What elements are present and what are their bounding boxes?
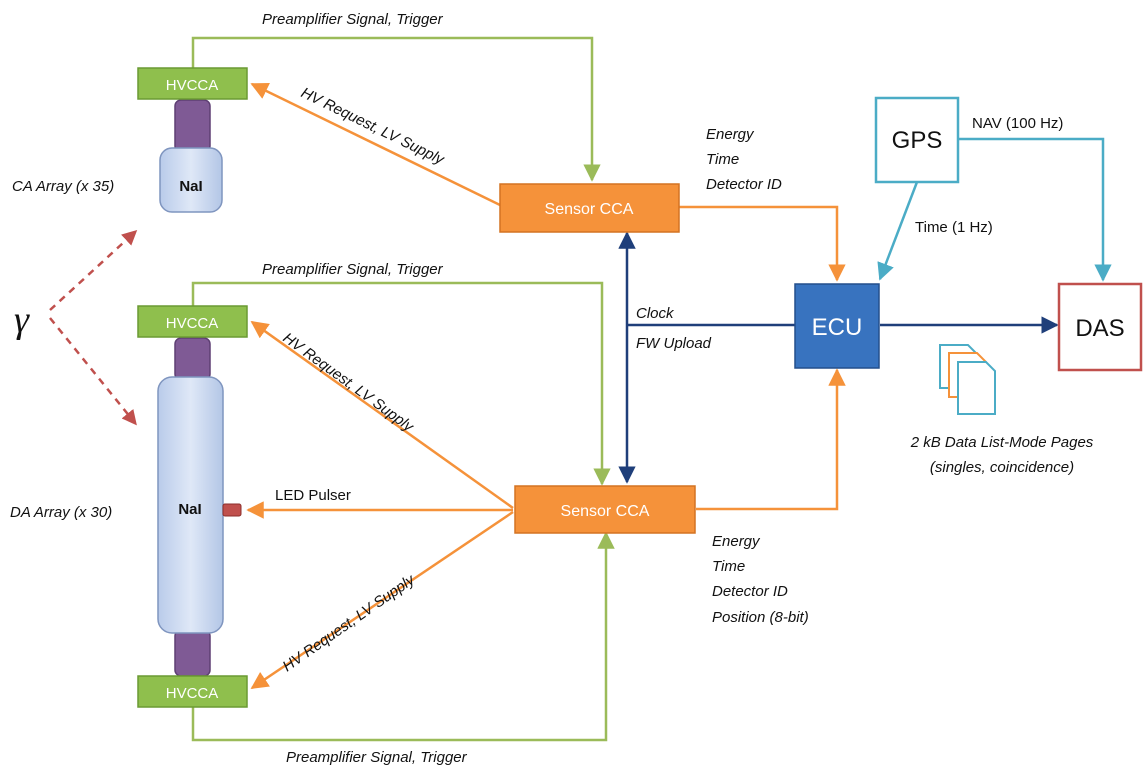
- data-pages-label: 2 kB Data List-Mode Pages (singles, coin…: [910, 434, 1094, 476]
- nav-label: NAV (100 Hz): [972, 115, 1063, 132]
- energy-top-label: Energy Time Detector ID: [706, 126, 782, 193]
- hv-bottom-label: HV Request, LV Supply: [280, 571, 419, 676]
- svg-text:Time: Time: [706, 151, 739, 168]
- svg-text:2 kB Data List-Mode Pages: 2 kB Data List-Mode Pages: [910, 434, 1094, 451]
- svg-text:Detector ID: Detector ID: [712, 583, 788, 600]
- sensor-cca-bottom-label: Sensor CCA: [561, 503, 650, 520]
- time-line: [877, 181, 919, 281]
- clock-label: Clock: [636, 305, 675, 322]
- svg-text:(singles, coincidence): (singles, coincidence): [930, 459, 1074, 476]
- da-array-label: DA Array (x 30): [10, 504, 112, 521]
- hv-top-label: HV Request, LV Supply: [298, 84, 448, 169]
- preamp-line-mid: [191, 281, 611, 486]
- energy-bottom-label: Energy Time Detector ID Position (8-bit): [712, 533, 809, 626]
- svg-text:Position (8-bit): Position (8-bit): [712, 609, 809, 626]
- gamma-symbol: γ: [14, 299, 30, 341]
- hv-line-top: [250, 82, 501, 207]
- hvcca-bottom: [137, 675, 248, 708]
- da-detector: NaI HVCCA HVCCA: [137, 305, 248, 708]
- svg-text:Energy: Energy: [706, 126, 755, 143]
- ca-nai-crystal: [159, 147, 223, 213]
- led-pulser-label: LED Pulser: [275, 487, 351, 504]
- data-pages-icon: [939, 344, 996, 415]
- hvcca-mid: [137, 305, 248, 338]
- led-pulser-block: [222, 503, 242, 517]
- preamp-mid-label: Preamplifier Signal, Trigger: [262, 261, 444, 278]
- hvcca-mid-label: HVCCA: [166, 315, 219, 332]
- ecu-label: ECU: [812, 314, 863, 341]
- fw-upload-label: FW Upload: [636, 335, 712, 352]
- svg-text:Energy: Energy: [712, 533, 761, 550]
- svg-text:Detector ID: Detector ID: [706, 176, 782, 193]
- hv-line-mid: [250, 320, 514, 510]
- hvcca-top: [137, 67, 248, 100]
- sensor-cca-top: [499, 183, 680, 233]
- ca-light-guide: [174, 99, 211, 153]
- das-label: DAS: [1075, 315, 1124, 342]
- sensor-cca-top-label: Sensor CCA: [545, 201, 634, 218]
- gps-label: GPS: [892, 127, 943, 154]
- sensor-top-to-ecu-line: [679, 205, 846, 282]
- preamp-bottom-label: Preamplifier Signal, Trigger: [286, 749, 468, 766]
- da-light-guide-bottom: [174, 629, 211, 677]
- preamp-line-bottom: [191, 531, 615, 742]
- sensor-bottom-to-ecu-line: [696, 368, 846, 511]
- ca-nai-label: NaI: [179, 178, 202, 195]
- das-box: [1057, 282, 1143, 372]
- da-light-guide-top: [174, 337, 211, 381]
- nav-line: [958, 137, 1112, 282]
- hv-mid-label: HV Request, LV Supply: [280, 329, 418, 436]
- preamp-top-label: Preamplifier Signal, Trigger: [262, 11, 444, 28]
- hv-line-bottom: [250, 510, 514, 690]
- ca-array-label: CA Array (x 35): [12, 178, 114, 195]
- ca-detector: NaI HVCCA: [137, 67, 248, 213]
- time-1hz-label: Time (1 Hz): [915, 219, 993, 236]
- ecu-box: [794, 283, 880, 369]
- svg-text:Time: Time: [712, 558, 745, 575]
- gamma-arrows: [49, 229, 138, 426]
- preamp-line-top: [191, 36, 601, 182]
- gps-box: [874, 96, 960, 184]
- hvcca-top-label: HVCCA: [166, 77, 219, 94]
- da-nai-label: NaI: [178, 501, 201, 518]
- hvcca-bottom-label: HVCCA: [166, 685, 219, 702]
- sensor-cca-bottom: [514, 485, 696, 534]
